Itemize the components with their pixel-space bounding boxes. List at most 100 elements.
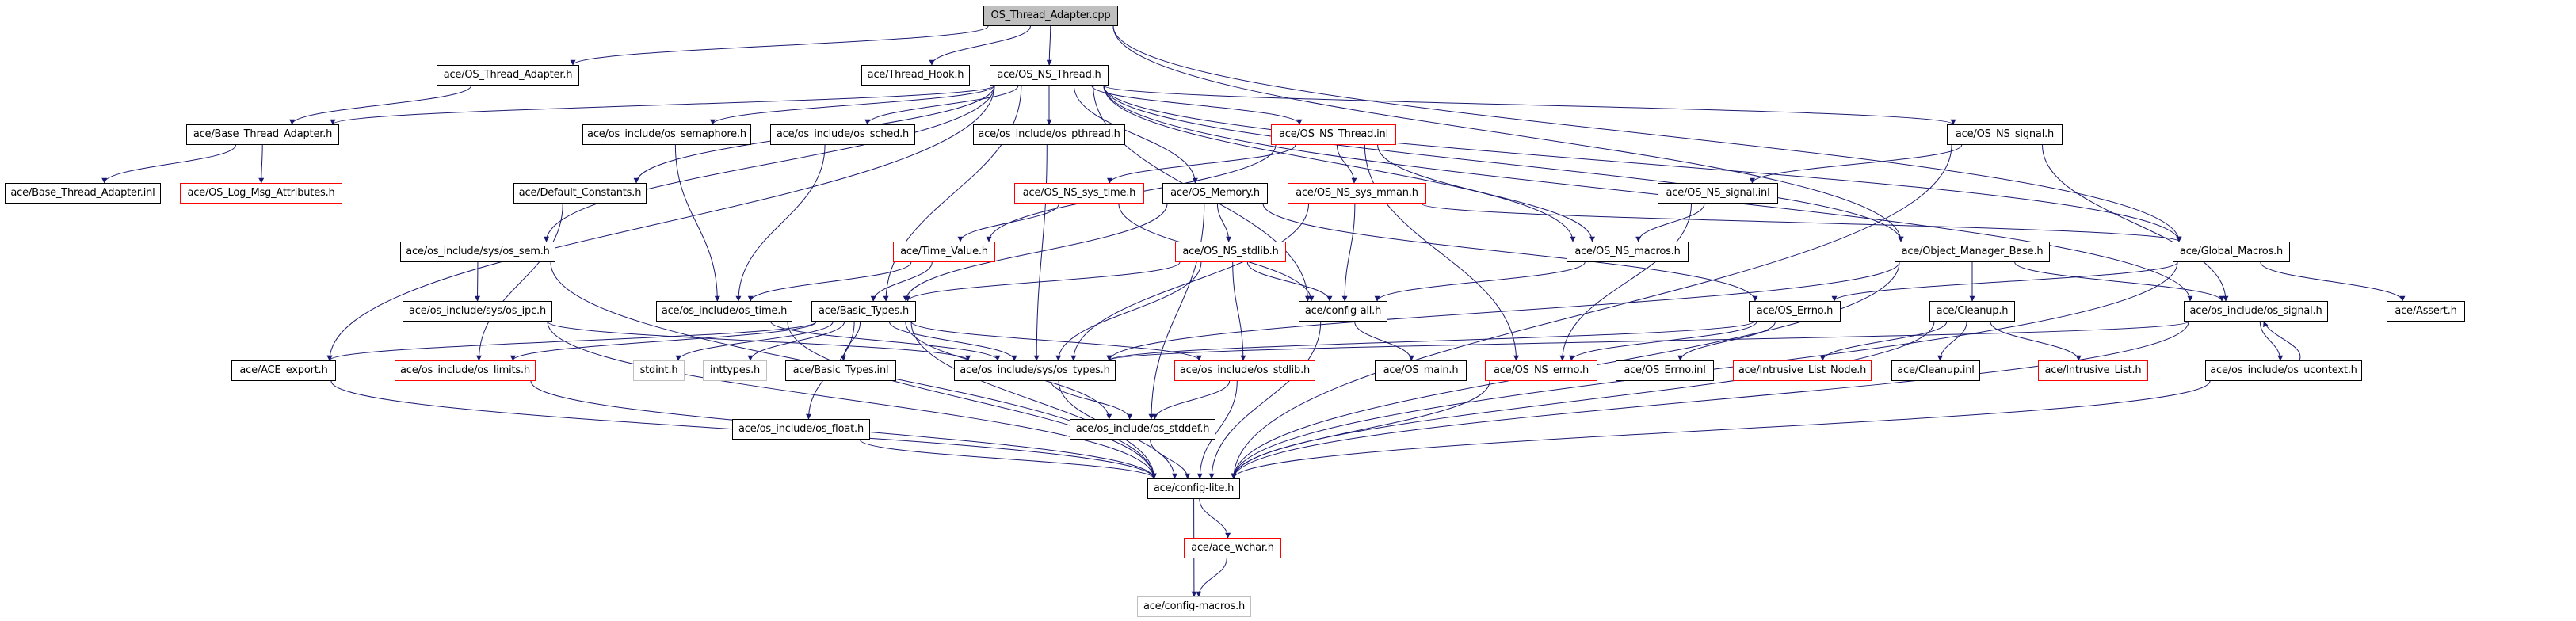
node-os-ns-thread-inl[interactable]: ace/OS_NS_Thread.inl bbox=[1271, 124, 1396, 145]
edge-os-ns-thread-h-to-os-signal-h bbox=[1103, 85, 2193, 302]
node-stdint-h: stdint.h bbox=[633, 360, 685, 381]
edge-basic-types-h-to-basic-types-inl bbox=[840, 321, 861, 361]
node-os-time-h[interactable]: ace/os_include/os_time.h bbox=[656, 301, 792, 322]
edge-os-ns-stdlib-h-to-os-stdlib-h bbox=[1232, 261, 1246, 361]
node-os-ns-macros-h[interactable]: ace/OS_NS_macros.h bbox=[1567, 242, 1689, 262]
node-os-stdlib-h[interactable]: ace/os_include/os_stdlib.h bbox=[1174, 360, 1315, 381]
edge-cleanup-h-to-intrusive-list-node-h bbox=[1819, 321, 1948, 361]
node-os-main-h[interactable]: ace/OS_main.h bbox=[1375, 360, 1467, 381]
edge-os-memory-h-to-os-stddef-h bbox=[1148, 203, 1205, 420]
edge-os-time-h-to-os-types-h bbox=[770, 321, 1001, 361]
node-time-value-h[interactable]: ace/Time_Value.h bbox=[893, 242, 995, 262]
edge-os-ns-sys-time-h-to-time-value-h bbox=[957, 203, 1059, 242]
node-os-ns-errno-h[interactable]: ace/OS_NS_errno.h bbox=[1485, 360, 1597, 381]
edge-os-ns-thread-h-to-ace-export-h bbox=[326, 85, 995, 361]
node-inttypes-h: inttypes.h bbox=[703, 360, 767, 381]
node-intrusive-list-node-h[interactable]: ace/Intrusive_List_Node.h bbox=[1733, 360, 1872, 381]
edge-cleanup-h-to-config-lite-h bbox=[1231, 321, 1935, 479]
edge-basic-types-h-to-os-limits-h bbox=[509, 321, 817, 361]
edge-basic-types-h-to-config-lite-h bbox=[910, 321, 1157, 479]
node-os-ns-sys-mman-h[interactable]: ace/OS_NS_sys_mman.h bbox=[1288, 183, 1426, 204]
node-os-ns-stdlib-h[interactable]: ace/OS_NS_stdlib.h bbox=[1175, 242, 1286, 262]
node-root[interactable]: OS_Thread_Adapter.cpp bbox=[983, 6, 1118, 26]
node-os-thread-adapter-h[interactable]: ace/OS_Thread_Adapter.h bbox=[437, 65, 579, 86]
edge-basic-types-h-to-inttypes-h bbox=[747, 321, 845, 361]
node-intrusive-list-h[interactable]: ace/Intrusive_List.h bbox=[2038, 360, 2148, 381]
node-config-lite-h[interactable]: ace/config-lite.h bbox=[1147, 478, 1240, 499]
edge-os-ns-signal-h-to-config-lite-h bbox=[1231, 144, 1952, 479]
edge-os-ns-thread-h-to-object-manager-base-h bbox=[1103, 85, 1904, 242]
node-os-ucontext-h[interactable]: ace/os_include/os_ucontext.h bbox=[2205, 360, 2362, 381]
edge-os-ns-sys-mman-h-to-config-all-h bbox=[1341, 203, 1356, 302]
edge-os-ns-stdlib-h-to-basic-types-h bbox=[905, 261, 1181, 302]
edge-os-ns-stdlib-h-to-os-types-h bbox=[1055, 261, 1202, 361]
edge-os-errno-h-to-os-types-h bbox=[1106, 321, 1754, 361]
node-os-ns-sys-time-h[interactable]: ace/OS_NS_sys_time.h bbox=[1014, 183, 1144, 204]
edge-os-memory-h-to-basic-types-h bbox=[903, 203, 1168, 302]
edge-os-ns-stdlib-h-to-config-all-h bbox=[1246, 261, 1333, 302]
node-os-types-h[interactable]: ace/os_include/sys/os_types.h bbox=[954, 360, 1116, 381]
edge-time-value-h-to-basic-types-h bbox=[870, 261, 933, 302]
node-global-macros-h[interactable]: ace/Global_Macros.h bbox=[2173, 242, 2290, 262]
edge-config-all-h-to-os-main-h bbox=[1354, 321, 1414, 361]
node-config-all-h[interactable]: ace/config-all.h bbox=[1299, 301, 1387, 322]
node-os-ns-thread-h[interactable]: ace/OS_NS_Thread.h bbox=[990, 65, 1109, 86]
edge-os-ns-thread-h-to-os-ns-signal-h bbox=[1103, 85, 1956, 125]
edge-root-to-thread-hook-h bbox=[929, 25, 1031, 66]
edge-os-ns-thread-inl-to-os-ns-sys-mman-h bbox=[1336, 144, 1357, 184]
node-cleanup-inl[interactable]: ace/Cleanup.inl bbox=[1891, 360, 1980, 381]
edge-base-thread-adapter-h-to-base-thread-adapter-inl bbox=[101, 144, 236, 184]
edge-os-semaphore-h-to-os-time-h bbox=[674, 144, 720, 302]
edge-os-ns-thread-h-to-basic-types-h bbox=[883, 85, 1022, 302]
edge-global-macros-h-to-os-errno-h bbox=[1831, 261, 2178, 302]
node-os-stddef-h[interactable]: ace/os_include/os_stddef.h bbox=[1070, 419, 1215, 440]
node-assert-h[interactable]: ace/Assert.h bbox=[2387, 301, 2465, 322]
edge-os-time-h-to-config-lite-h bbox=[787, 321, 1157, 479]
node-object-manager-base-h[interactable]: ace/Object_Manager_Base.h bbox=[1895, 242, 2050, 262]
edge-os-errno-h-to-os-errno-inl bbox=[1677, 321, 1776, 361]
edge-cleanup-h-to-cleanup-inl bbox=[1937, 321, 1967, 361]
node-os-ipc-h[interactable]: ace/os_include/sys/os_ipc.h bbox=[403, 301, 552, 322]
node-basic-types-h[interactable]: ace/Basic_Types.h bbox=[811, 301, 916, 322]
node-os-float-h[interactable]: ace/os_include/os_float.h bbox=[732, 419, 870, 440]
edge-os-ns-signal-inl-to-os-ns-macros-h bbox=[1635, 203, 1705, 242]
edge-object-manager-base-h-to-os-types-h bbox=[1106, 261, 1900, 361]
node-ace-wchar-h[interactable]: ace/ace_wchar.h bbox=[1184, 538, 1281, 558]
edge-os-ucontext-h-to-config-lite-h bbox=[1231, 380, 2211, 479]
node-os-sched-h[interactable]: ace/os_include/os_sched.h bbox=[770, 124, 915, 145]
edge-os-ns-thread-inl-to-os-ns-sys-time-h bbox=[1107, 144, 1296, 184]
node-base-thread-adapter-inl[interactable]: ace/Base_Thread_Adapter.inl bbox=[5, 183, 161, 204]
edge-base-thread-adapter-h-to-os-log-msg-attributes-h bbox=[258, 144, 265, 184]
edge-time-value-h-to-os-time-h bbox=[747, 261, 912, 302]
node-ace-export-h[interactable]: ace/ACE_export.h bbox=[231, 360, 336, 381]
node-os-limits-h[interactable]: ace/os_include/os_limits.h bbox=[395, 360, 536, 381]
edge-os-types-h-to-os-stddef-h bbox=[1050, 380, 1133, 420]
node-os-ns-signal-inl[interactable]: ace/OS_NS_signal.inl bbox=[1658, 183, 1778, 204]
node-base-thread-adapter-h[interactable]: ace/Base_Thread_Adapter.h bbox=[186, 124, 339, 145]
node-os-sem-h[interactable]: ace/os_include/sys/os_sem.h bbox=[400, 242, 555, 262]
edge-root-to-object-manager-base-h bbox=[1112, 25, 1904, 242]
edge-os-ns-thread-inl-to-os-ns-macros-h bbox=[1377, 144, 1595, 242]
edge-os-ns-thread-h-to-os-sem-h bbox=[544, 85, 995, 242]
node-os-memory-h[interactable]: ace/OS_Memory.h bbox=[1162, 183, 1268, 204]
edge-os-stdlib-h-to-config-lite-h bbox=[1196, 380, 1238, 479]
node-os-ns-signal-h[interactable]: ace/OS_NS_signal.h bbox=[1947, 124, 2063, 145]
edge-config-lite-h-to-ace-wchar-h bbox=[1199, 498, 1231, 539]
node-cleanup-h[interactable]: ace/Cleanup.h bbox=[1929, 301, 2015, 322]
node-os-semaphore-h[interactable]: ace/os_include/os_semaphore.h bbox=[582, 124, 751, 145]
node-default-constants-h[interactable]: ace/Default_Constants.h bbox=[513, 183, 647, 204]
edge-os-signal-h-to-os-ucontext-h bbox=[2259, 321, 2284, 361]
edge-default-constants-h-to-os-limits-h bbox=[475, 203, 563, 361]
node-thread-hook-h[interactable]: ace/Thread_Hook.h bbox=[861, 65, 970, 86]
edge-os-stddef-h-to-config-lite-h bbox=[1150, 439, 1191, 479]
edge-os-ns-thread-h-to-os-ns-thread-inl bbox=[1091, 85, 1303, 125]
edge-os-signal-h-to-os-types-h bbox=[1106, 321, 2189, 361]
node-basic-types-inl[interactable]: ace/Basic_Types.inl bbox=[785, 360, 896, 381]
edge-os-memory-h-to-os-errno-h bbox=[1262, 203, 1758, 302]
node-os-errno-inl[interactable]: ace/OS_Errno.inl bbox=[1616, 360, 1714, 381]
node-os-signal-h[interactable]: ace/os_include/os_signal.h bbox=[2184, 301, 2328, 322]
node-os-log-msg-attributes-h[interactable]: ace/OS_Log_Msg_Attributes.h bbox=[180, 183, 342, 204]
node-os-pthread-h[interactable]: ace/os_include/os_pthread.h bbox=[973, 124, 1125, 145]
node-os-errno-h[interactable]: ace/OS_Errno.h bbox=[1749, 301, 1841, 322]
